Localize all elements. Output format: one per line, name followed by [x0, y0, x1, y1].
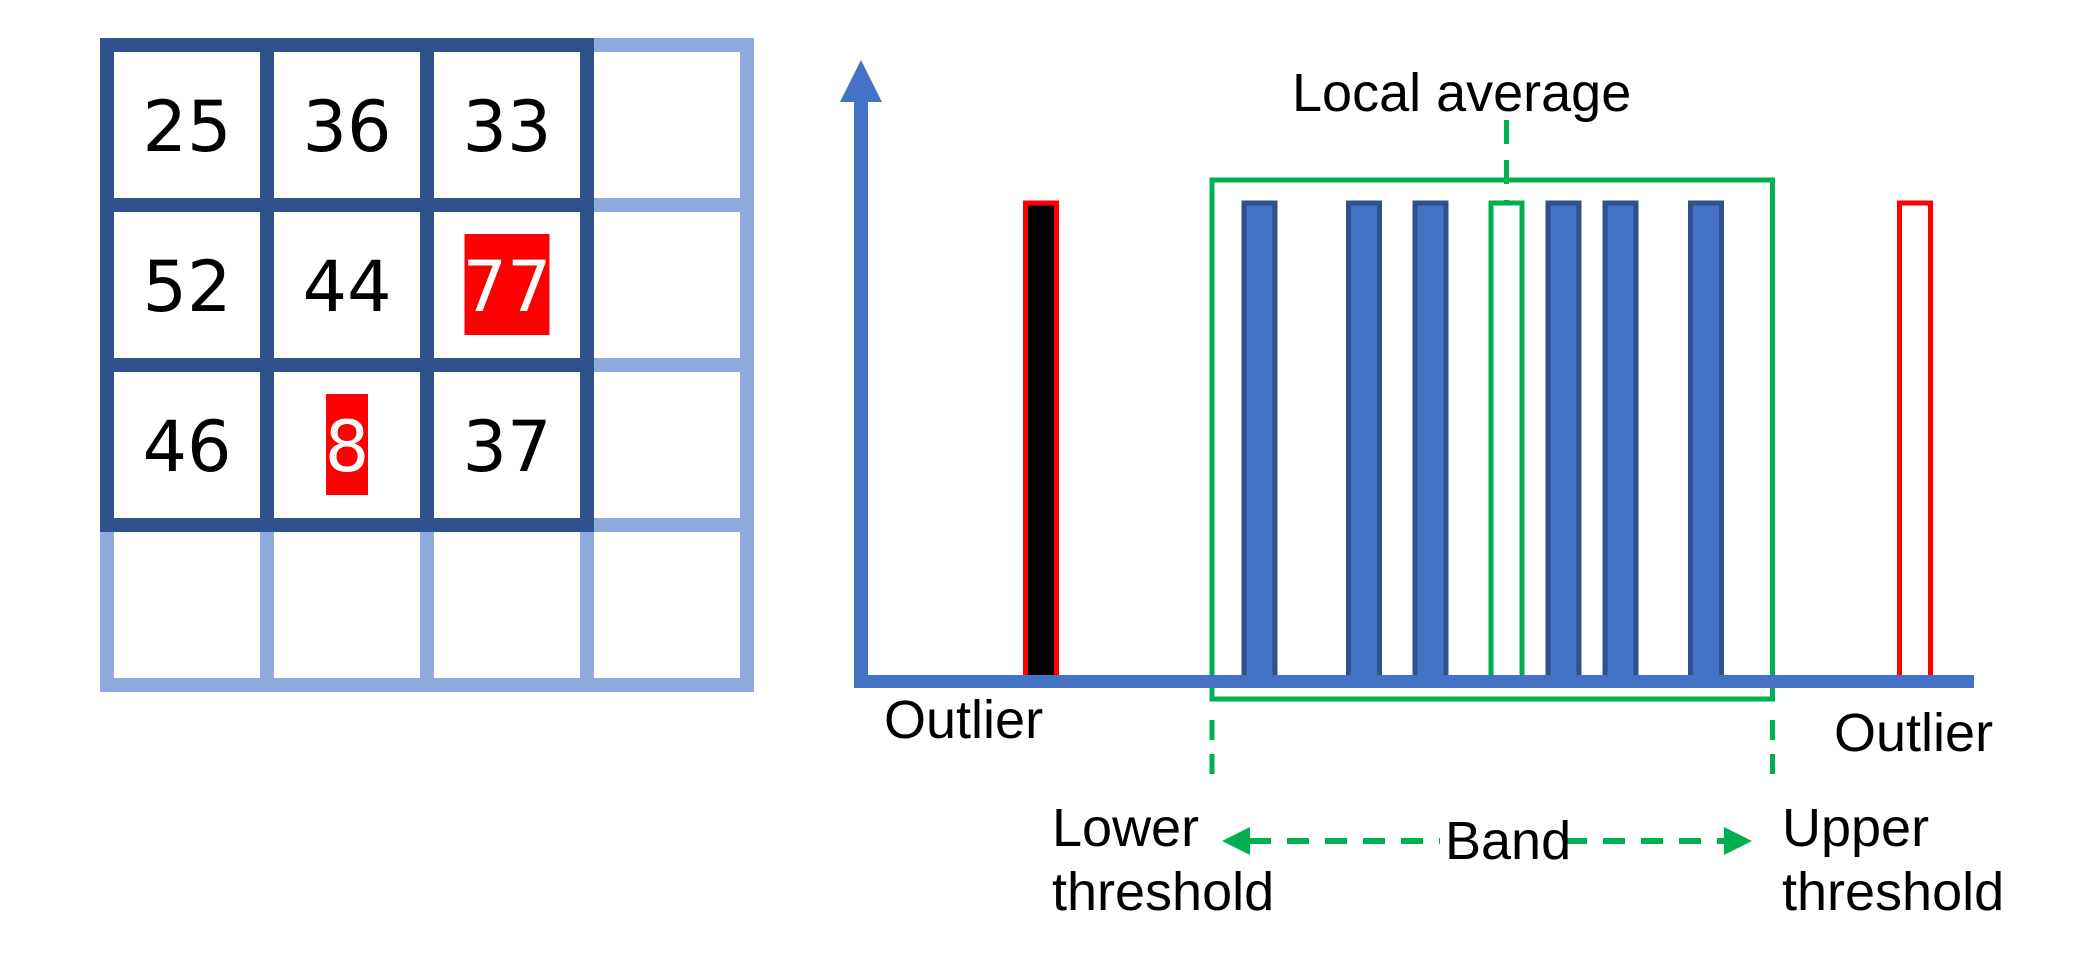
lower-threshold-label-line1: Lower	[1052, 798, 1199, 858]
bar-sample-3	[1412, 200, 1449, 687]
pixel-grid: 25 36 33 52 44 77 46 8 37	[100, 38, 754, 692]
y-axis	[854, 98, 868, 688]
bar-sample-5	[1602, 200, 1639, 687]
x-axis	[854, 675, 1974, 688]
bar-sample-6	[1688, 200, 1724, 687]
grid-cell-value: 77	[462, 246, 551, 328]
bar-sample-4	[1545, 200, 1582, 687]
grid-cell-value: 8	[325, 406, 370, 488]
outlier-chart: Local average Outlier Outlier Lower thre…	[840, 60, 2004, 922]
grid-cell-value: 36	[302, 86, 391, 168]
grid-cell-empty	[580, 358, 754, 532]
arrow-right-icon	[1724, 827, 1752, 855]
grid-cell-value: 44	[302, 246, 391, 328]
grid-cell-value: 46	[142, 406, 231, 488]
grid-cell-value: 33	[462, 86, 551, 168]
bars	[1023, 200, 1933, 687]
arrow-left-icon	[1222, 827, 1250, 855]
bar-high-outlier	[1897, 200, 1933, 687]
outlier-right-label: Outlier	[1834, 703, 1993, 763]
grid-cell-empty	[580, 198, 754, 372]
outlier-left-label: Outlier	[884, 690, 1043, 750]
y-axis-arrow-icon	[840, 60, 882, 102]
upper-threshold-label-line2: threshold	[1782, 862, 2004, 922]
grid-cell-value: 25	[142, 86, 231, 168]
grid-cell-empty	[580, 38, 754, 212]
bar-sample-2	[1346, 200, 1382, 687]
lower-threshold-label-line2: threshold	[1052, 862, 1274, 922]
band-box	[1209, 177, 1775, 702]
upper-threshold-label-line1: Upper	[1782, 798, 1929, 858]
local-average-label: Local average	[1292, 63, 1631, 123]
grid-cell-value: 52	[142, 246, 231, 328]
grid-cell-empty	[580, 518, 754, 692]
window-border	[100, 38, 594, 532]
grid-cell-empty	[260, 518, 434, 692]
outlier-highlight	[464, 234, 550, 335]
grid-cell-empty	[100, 518, 274, 692]
bar-sample-1	[1241, 200, 1278, 687]
bar-local-average	[1488, 200, 1525, 687]
bar-low-outlier	[1023, 200, 1059, 687]
grid-cell-value: 37	[462, 406, 551, 488]
band-label: Band	[1445, 811, 1571, 871]
grid-cell-empty	[420, 518, 594, 692]
outlier-highlight	[326, 394, 368, 495]
